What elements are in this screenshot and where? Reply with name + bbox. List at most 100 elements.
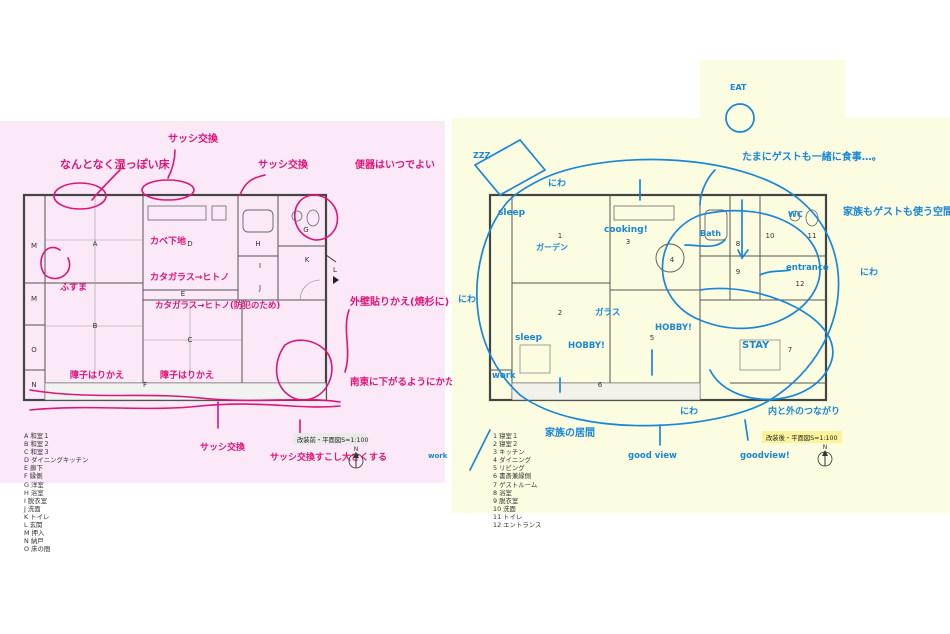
- svg-text:10: 10: [766, 232, 775, 240]
- svg-text:H: H: [255, 240, 260, 248]
- before-legend-code: I: [24, 496, 28, 505]
- note-fusuma: ふすま: [60, 282, 87, 293]
- before-legend-item: F 縁側: [24, 472, 88, 480]
- after-legend-name: 脱衣室: [499, 496, 519, 505]
- after-north-arrow: N: [817, 444, 833, 467]
- before-legend-item: N 納戸: [24, 537, 88, 545]
- svg-text:12: 12: [796, 280, 805, 288]
- before-legend-item: A 和室１: [24, 432, 88, 440]
- after-legend-code: 12: [493, 521, 504, 530]
- note-wall-base: カベ下地: [150, 235, 186, 247]
- note-hobby-1: HOBBY!: [568, 341, 605, 351]
- note-sash-2: サッシ交換: [258, 158, 309, 171]
- before-legend-name: トイレ: [30, 512, 50, 521]
- after-legend-code: 4: [493, 456, 500, 465]
- before-legend-item: L 玄関: [24, 521, 88, 529]
- before-legend-name: 和室１: [30, 432, 50, 440]
- after-legend-name: 洗面: [503, 504, 516, 513]
- after-legend-name: トイレ: [503, 512, 523, 521]
- after-paper: [452, 118, 950, 513]
- note-work: work: [492, 371, 516, 381]
- before-paper: [0, 121, 445, 483]
- svg-text:4: 4: [670, 256, 675, 264]
- svg-text:2: 2: [558, 309, 562, 317]
- after-legend-item: 1 寝室１: [493, 432, 541, 440]
- svg-text:11: 11: [808, 232, 817, 240]
- note-niwa-2: にわ: [860, 267, 878, 278]
- note-sash-4: サッシ交換すこし大きくする: [270, 451, 387, 463]
- svg-text:1: 1: [558, 232, 562, 240]
- before-north-arrow: N: [348, 446, 364, 469]
- before-legend-item: C 和室３: [24, 448, 88, 456]
- after-legend-item: 5 リビング: [493, 464, 541, 472]
- note-bath: Bath: [700, 229, 721, 238]
- note-goodview-1: good view: [628, 451, 677, 461]
- svg-text:J: J: [258, 284, 261, 292]
- note-damp-floor: なんとなく湿っぽい床: [60, 157, 171, 171]
- after-legend-item: 3 キッチン: [493, 448, 541, 456]
- svg-text:6: 6: [598, 381, 603, 389]
- note-zzz: ZZZ: [473, 151, 491, 160]
- after-legend-name: キッチン: [499, 448, 525, 457]
- note-garden: ガーデン: [536, 242, 568, 252]
- before-legend-name: ダイニングキッチン: [30, 456, 89, 465]
- note-guest-dining: たまにゲストも一緒に食事…。: [742, 150, 882, 163]
- after-legend-name: 浴室: [499, 488, 512, 497]
- before-legend-name: 洗面: [27, 504, 41, 513]
- svg-text:D: D: [187, 240, 192, 248]
- note-shoji-1: 障子はりかえ: [70, 369, 124, 381]
- before-legend-code: J: [24, 504, 28, 513]
- after-legend-item: 9 脱衣室: [493, 497, 541, 505]
- after-annotation-text: EAT ZZZ sleep にわ cooking! たまにゲストも一緒に食事…。…: [428, 83, 950, 461]
- note-shoji-2: 障子はりかえ: [160, 369, 214, 381]
- note-eat: EAT: [730, 83, 747, 92]
- after-legend-item: 2 寝室２: [493, 440, 541, 448]
- note-family-guest: 家族もゲストも使う空間: [843, 205, 950, 218]
- before-legend-item: D ダイニングキッチン: [24, 456, 88, 464]
- before-legend-code: L: [24, 521, 30, 530]
- before-legend-code: F: [24, 472, 30, 481]
- after-floor-plan: [488, 193, 828, 402]
- after-legend-item: 6 書斎兼縁側: [493, 472, 541, 480]
- after-legend-item: 12 エントランス: [493, 521, 541, 529]
- before-legend-item: M 押入: [24, 529, 88, 537]
- svg-text:C: C: [188, 336, 193, 344]
- after-legend-item: 11 トイレ: [493, 513, 541, 521]
- after-legend-code: 9: [493, 496, 500, 505]
- before-legend-item: O 床の間: [24, 545, 88, 553]
- before-legend-code: A: [24, 432, 31, 440]
- before-scale-label-bg: [293, 433, 367, 445]
- before-legend-item: J 洗面: [24, 505, 88, 513]
- before-legend-code: G: [24, 480, 31, 489]
- note-glass-1: カタガラス→ヒトノ: [150, 271, 229, 283]
- before-legend-name: 押入: [31, 529, 45, 538]
- note-hobby-2: HOBBY!: [655, 323, 692, 333]
- after-legend-code: 3: [493, 448, 500, 457]
- before-legend-name: 浴室: [30, 488, 44, 497]
- after-north-label: N: [823, 444, 828, 451]
- note-wc: WC: [788, 210, 803, 219]
- note-glass-2: カタガラス→ヒトノ(防犯のため): [155, 300, 280, 311]
- svg-text:K: K: [305, 256, 310, 264]
- before-legend-name: 玄関: [29, 521, 43, 530]
- note-stay: STAY: [742, 340, 770, 351]
- after-legend-name: ダイニング: [499, 456, 532, 465]
- before-legend-item: E 廊下: [24, 464, 88, 472]
- before-legend-code: M: [24, 529, 32, 538]
- before-legend-code: K: [24, 512, 31, 521]
- before-legend-item: I 脱衣室: [24, 497, 88, 505]
- after-legend-code: 6: [493, 472, 500, 481]
- after-legend-code: 2: [493, 440, 500, 449]
- before-legend-name: 納戸: [30, 537, 44, 546]
- before-legend-item: B 和室２: [24, 440, 88, 448]
- before-north-label: N: [354, 446, 359, 453]
- note-sleep-2: sleep: [515, 333, 543, 343]
- after-legend-item: 4 ダイニング: [493, 456, 541, 464]
- note-glass: ガラス: [595, 307, 620, 318]
- before-legend-name: 床の間: [31, 545, 51, 554]
- after-legend-name: 寝室２: [499, 440, 519, 449]
- note-goodview-2: goodview!: [740, 451, 790, 461]
